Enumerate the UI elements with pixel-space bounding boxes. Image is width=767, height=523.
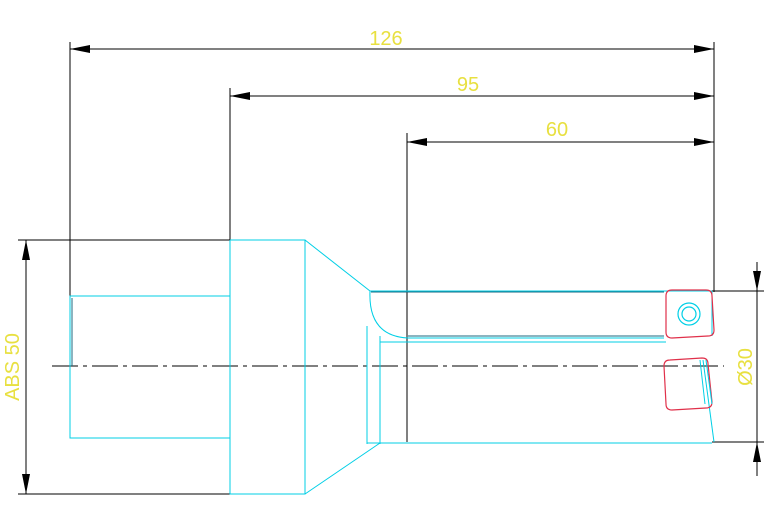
shank [69,295,230,439]
arrow-d30-bottom [753,442,761,462]
insert-edge-2 [705,359,713,405]
shank-accents [71,291,664,366]
top-insert [665,289,715,339]
inserts [663,289,715,411]
label-126: 126 [369,28,402,50]
label-abs-50: ABS 50 [2,333,24,401]
arrow-60-right [694,138,714,146]
bottom-insert-details [699,359,713,405]
screw-outer [677,302,701,326]
arrowheads [22,45,761,494]
insert-edge-1 [699,359,706,405]
dimension-lines [18,42,764,495]
neck-top-taper [304,239,371,292]
arrow-abs-bottom [22,474,30,494]
screw-inner [681,306,697,322]
arrow-abs-top [22,240,30,260]
label-d30: Ø30 [735,348,757,386]
arrow-126-left [70,45,90,53]
arrow-95-left [230,92,250,100]
arrow-d30-top [753,271,761,291]
arrow-95-right [694,92,714,100]
insert-screw [677,302,701,326]
neck-bottom-taper [304,442,381,495]
tool-outline [69,239,715,495]
flange [229,239,306,495]
dimension-labels: 126 95 60 ABS 50 Ø30 [2,28,757,401]
label-95: 95 [457,74,479,96]
label-60: 60 [546,119,568,141]
arrow-60-left [407,138,427,146]
flute-curve [369,290,664,339]
arrow-126-right [694,45,714,53]
body-right-lower [702,359,715,443]
